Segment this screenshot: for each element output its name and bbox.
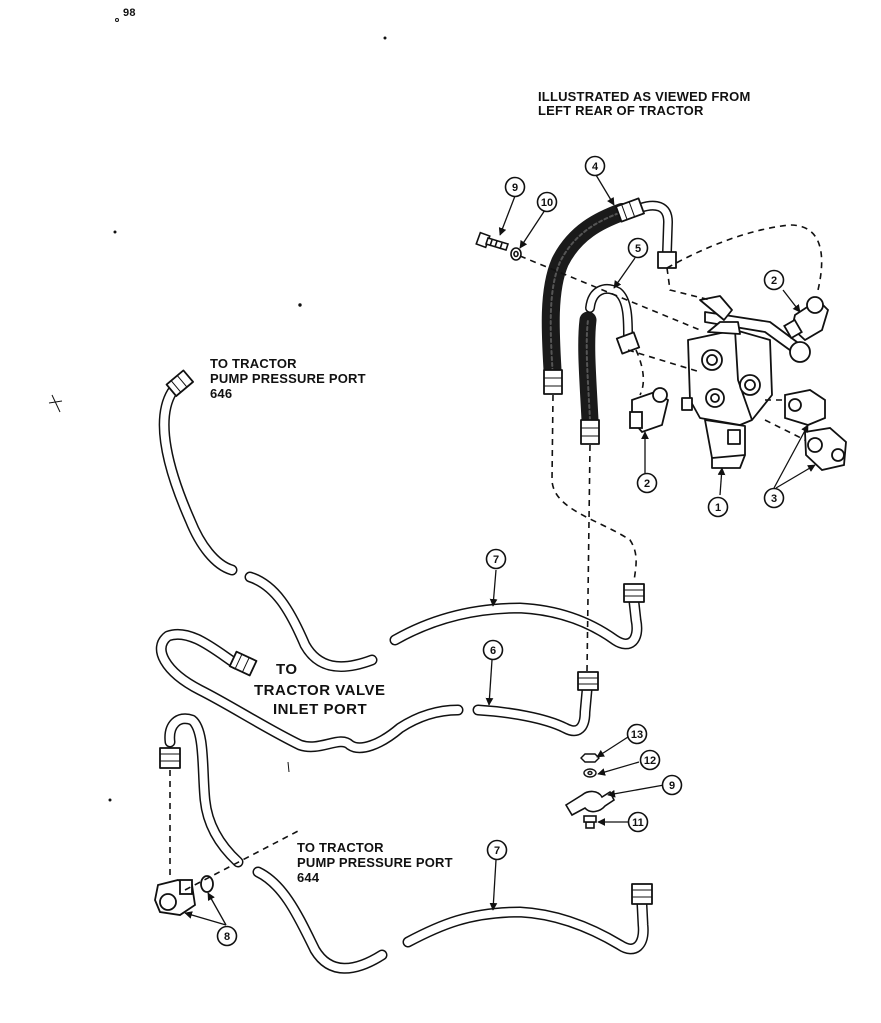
callout-10: 11 bbox=[627, 811, 649, 833]
view-note-line2: LEFT REAR OF TRACTOR bbox=[538, 103, 704, 118]
elbow-fitting-item-2-lower bbox=[629, 387, 670, 434]
bolt-item-13 bbox=[475, 231, 510, 251]
callout-6: 6 bbox=[482, 639, 504, 661]
pump-646-label-line2: PUMP PRESSURE PORT bbox=[210, 371, 366, 386]
callout-14: 10 bbox=[536, 191, 558, 213]
tube-item-7-upper bbox=[389, 583, 645, 650]
hose-item-5 bbox=[578, 284, 641, 445]
hose-end-fitting-4-top bbox=[615, 197, 645, 223]
svg-text:6: 6 bbox=[490, 645, 496, 657]
tube-nut-644 bbox=[159, 747, 181, 769]
valve-inlet-label-line2: TRACTOR VALVE bbox=[254, 682, 386, 699]
svg-text:8: 8 bbox=[224, 931, 230, 943]
tube-to-pump-port-644 bbox=[159, 713, 388, 974]
callout-3: 3 bbox=[763, 487, 785, 509]
view-note-line1: ILLUSTRATED AS VIEWED FROM bbox=[538, 89, 751, 104]
callout-5: 5 bbox=[627, 237, 649, 259]
svg-text:11: 11 bbox=[632, 817, 644, 829]
callout-7-upper: 7 bbox=[485, 548, 507, 570]
callout-7-lower: 7 bbox=[486, 839, 508, 861]
tube-item-6 bbox=[472, 671, 599, 737]
svg-text:7: 7 bbox=[493, 554, 499, 566]
tube-to-valve-inlet-port bbox=[155, 628, 464, 754]
scan-speckles bbox=[48, 18, 387, 802]
svg-text:7: 7 bbox=[494, 845, 500, 857]
callout-13: 9 bbox=[504, 176, 526, 198]
callout-2-upper: 2 bbox=[763, 269, 785, 291]
tube-nut-646 bbox=[165, 369, 194, 397]
hose-item-4 bbox=[541, 197, 677, 395]
page-number: 98 bbox=[123, 7, 136, 19]
svg-text:3: 3 bbox=[771, 493, 777, 505]
callout-1: 1 bbox=[707, 496, 729, 518]
pump-644-label-line1: TO TRACTOR bbox=[297, 840, 384, 855]
tube-nut-valve-inlet bbox=[228, 650, 258, 677]
callout-4: 4 bbox=[584, 155, 606, 177]
svg-text:10: 10 bbox=[541, 197, 553, 209]
hose-end-fitting-4-bottom bbox=[543, 369, 563, 395]
tube-nut-item-7-lower bbox=[631, 883, 653, 905]
callout-leader-lines bbox=[184, 174, 816, 926]
svg-text:1: 1 bbox=[715, 502, 721, 514]
tube-nut-item-6 bbox=[577, 671, 599, 691]
assembly-dashed-lines bbox=[169, 224, 823, 891]
fitting-item-3-lower bbox=[804, 427, 847, 471]
screw-item-10 bbox=[583, 815, 597, 829]
pump-646-label-line1: TO TRACTOR bbox=[210, 356, 297, 371]
callout-circles: 9 10 4 5 2 2 1 3 7 6 13 12 9 11 7 8 bbox=[216, 155, 785, 947]
pump-646-label-line3: 646 bbox=[210, 386, 233, 401]
pump-644-label-line3: 644 bbox=[297, 870, 320, 885]
washer-item-14 bbox=[510, 247, 522, 261]
nut-item-12 bbox=[580, 753, 600, 763]
callout-2-lower: 2 bbox=[636, 472, 658, 494]
svg-text:9: 9 bbox=[669, 780, 675, 792]
tube-item-7-lower bbox=[402, 883, 653, 955]
svg-text:2: 2 bbox=[644, 478, 650, 490]
pump-644-label-line2: PUMP PRESSURE PORT bbox=[297, 855, 453, 870]
fitting-item-3-upper bbox=[784, 389, 826, 426]
valve-assembly-item-1 bbox=[681, 295, 811, 469]
callout-8: 8 bbox=[216, 925, 238, 947]
elbow-fitting-item-2-upper bbox=[783, 296, 830, 342]
svg-text:4: 4 bbox=[592, 161, 599, 173]
svg-text:13: 13 bbox=[631, 729, 643, 741]
clip-item-9 bbox=[564, 790, 616, 817]
elbow-fitting-item-8 bbox=[154, 875, 214, 916]
valve-inlet-label-line3: INLET PORT bbox=[273, 701, 368, 718]
valve-inlet-label-line1: TO bbox=[276, 661, 298, 678]
svg-text:2: 2 bbox=[771, 275, 777, 287]
callout-9: 9 bbox=[661, 774, 683, 796]
tube-to-pump-port-646 bbox=[158, 369, 378, 673]
tube-nut-item-7-upper bbox=[623, 583, 645, 603]
svg-text:5: 5 bbox=[635, 243, 641, 255]
washer-item-11 bbox=[583, 768, 597, 778]
svg-text:9: 9 bbox=[512, 182, 518, 194]
svg-text:12: 12 bbox=[644, 755, 656, 767]
callout-11: 12 bbox=[639, 749, 661, 771]
callout-12: 13 bbox=[626, 723, 648, 745]
